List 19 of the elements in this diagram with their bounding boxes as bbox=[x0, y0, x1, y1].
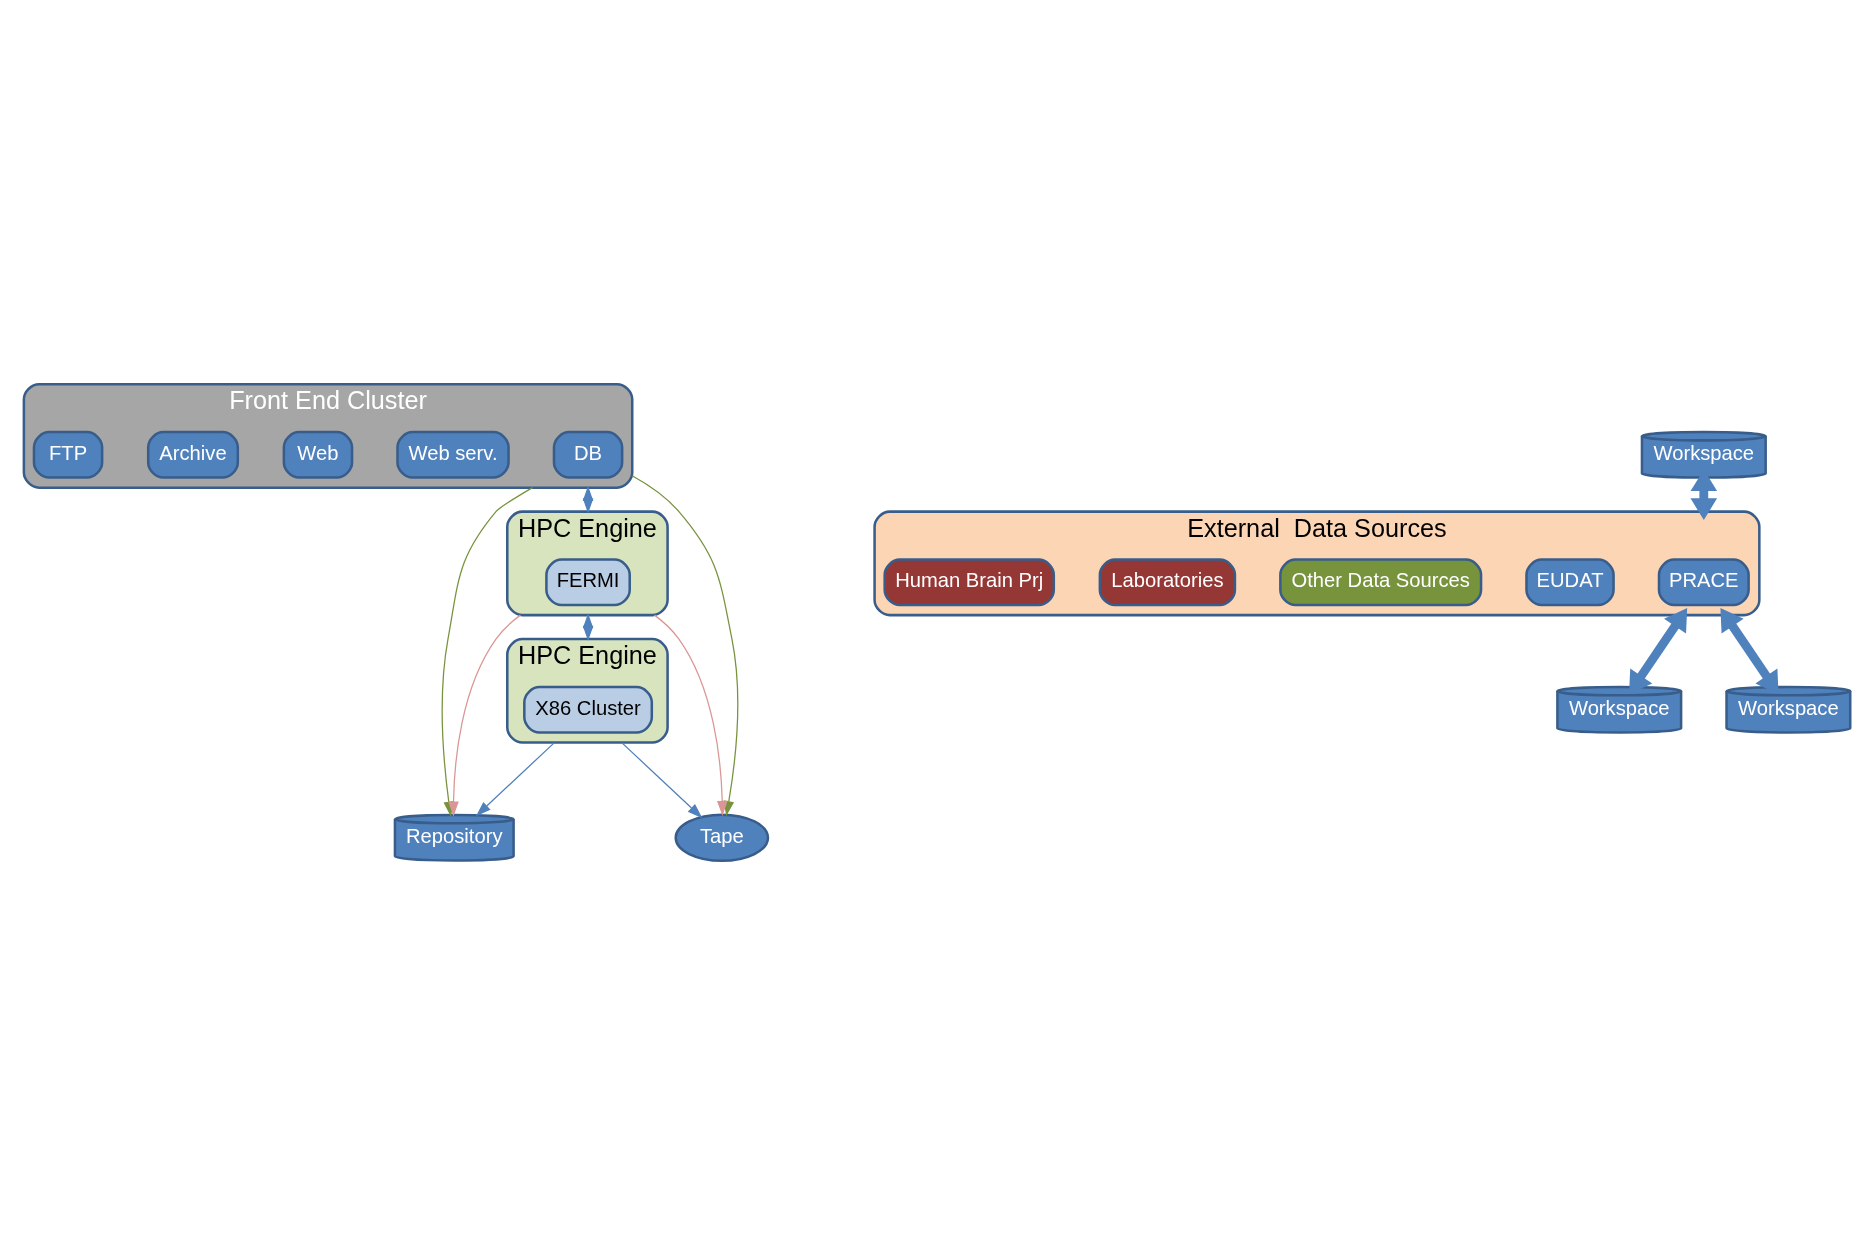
arrow bbox=[448, 614, 522, 817]
arrow bbox=[653, 614, 728, 816]
arrow bbox=[582, 613, 594, 641]
node-box: Laboratories bbox=[1098, 558, 1237, 607]
node-box: Archive bbox=[146, 430, 240, 479]
node-ellipse: Tape bbox=[674, 813, 770, 863]
node-box: FERMI bbox=[545, 558, 631, 607]
node-box: Human Brain Prj bbox=[883, 558, 1056, 607]
node-box: Web serv. bbox=[396, 430, 510, 479]
node-box: X86 Cluster bbox=[523, 685, 654, 734]
node-box: PRACE bbox=[1657, 558, 1750, 607]
node-box: Other Data Sources bbox=[1279, 558, 1483, 607]
node-box: FTP bbox=[32, 430, 104, 479]
node-box: DB bbox=[552, 430, 624, 479]
arrow bbox=[475, 741, 556, 817]
node-box: Web bbox=[282, 430, 354, 479]
node-box: EUDAT bbox=[1525, 558, 1615, 607]
arrow bbox=[582, 485, 594, 514]
arrow bbox=[621, 741, 703, 819]
